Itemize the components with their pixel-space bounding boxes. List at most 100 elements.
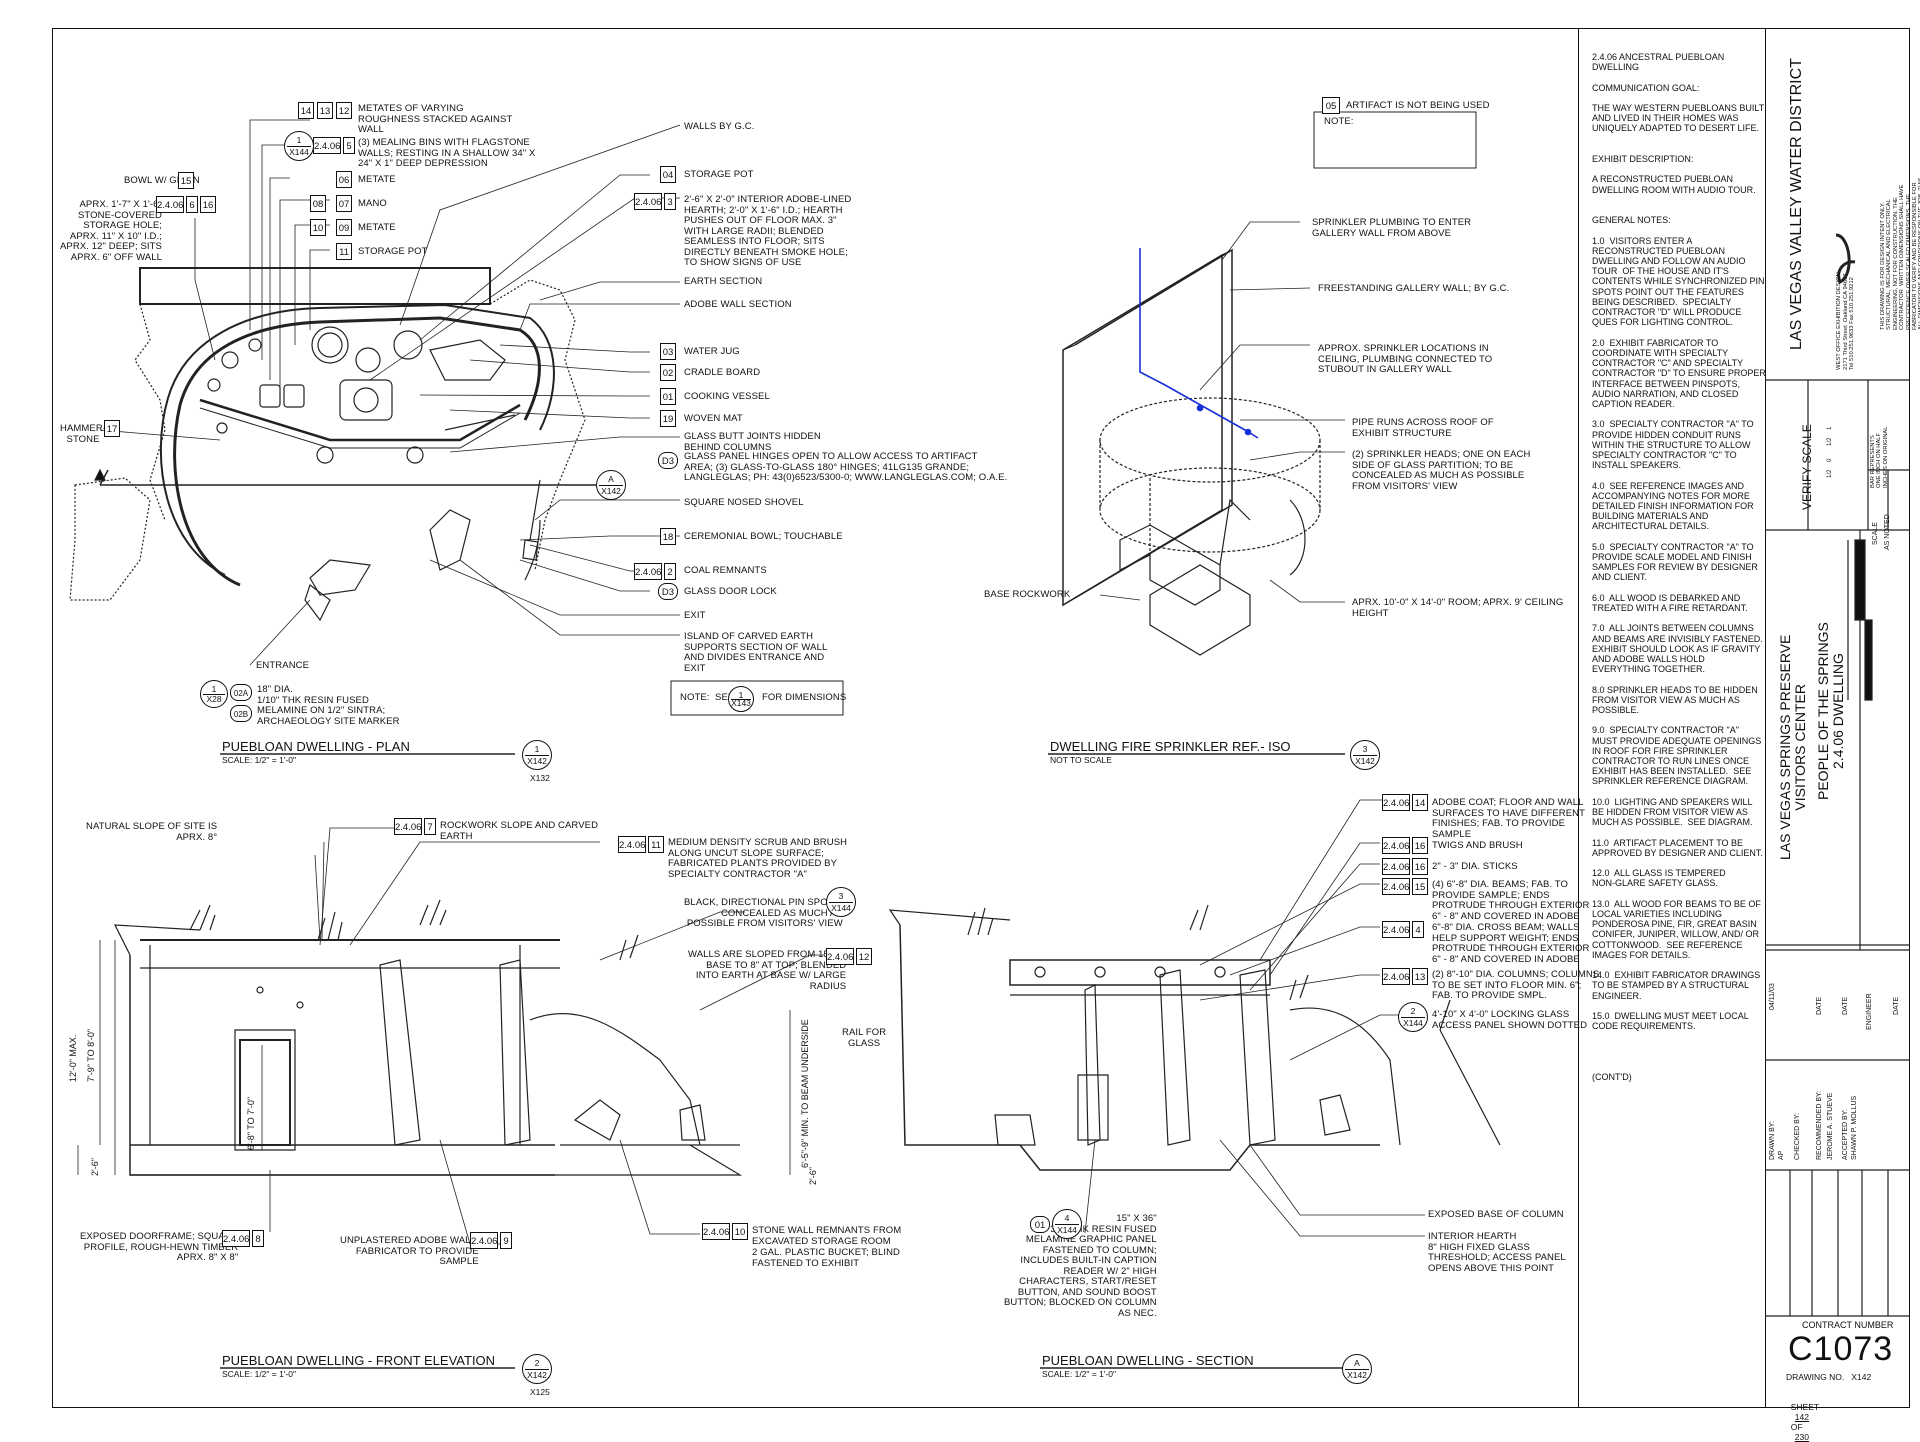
sec-key-14: 14 xyxy=(1412,794,1428,811)
front-dim-max12: 12'-0" MAX. xyxy=(68,1034,78,1082)
tb-scale-value: AS NOTED xyxy=(1884,514,1891,550)
front-dim-68: 6'-8" TO 7'-0" xyxy=(246,1096,256,1150)
iso-label-plumbing: SPRINKLER PLUMBING TO ENTER GALLERY WALL… xyxy=(1312,217,1472,239)
iso-scale: NOT TO SCALE xyxy=(1050,755,1112,765)
front-label-bucket: 2 GAL. PLASTIC BUCKET; BLIND FASTENED TO… xyxy=(752,1247,900,1269)
sec-key-01: 01 xyxy=(1030,1216,1050,1233)
label-earth-section: EARTH SECTION xyxy=(684,276,763,287)
label-island: ISLAND OF CARVED EARTH SUPPORTS SECTION … xyxy=(684,631,828,674)
front-key-12: 12 xyxy=(856,948,872,965)
front-key-2406-9: 2.4.06 xyxy=(470,1232,498,1249)
front-dim-26b: 2'-6" xyxy=(808,1167,818,1185)
ref-sheet: X142 xyxy=(601,486,621,496)
note-text: ARTIFACT IS NOT BEING USED xyxy=(1346,100,1490,111)
ref-sheet: X142 xyxy=(527,756,547,766)
sec-key-4: 4 xyxy=(1412,921,1424,938)
key-6: 6 xyxy=(186,196,198,213)
sec-label-graphic: 15" X 36" 3/4" THK RESIN FUSED MELAMINE … xyxy=(1004,1213,1157,1319)
front-key-7: 7 xyxy=(424,818,436,835)
tb-sheet-total: 230 xyxy=(1794,1432,1809,1442)
label-storage-pot: STORAGE POT xyxy=(684,169,754,180)
tb-project: LAS VEGAS SPRINGS PRESERVE VISITORS CENT… xyxy=(1777,634,1808,860)
sec-label-beams: (4) 6"-8" DIA. BEAMS; FAB. TO PROVIDE SA… xyxy=(1432,879,1590,922)
tb-sheet: SHEET 142 OF 230 xyxy=(1786,1392,1819,1442)
divider xyxy=(1353,755,1377,756)
tb-verify-scale: VERIFY SCALE xyxy=(1800,424,1814,510)
tb-drawn-val: AP xyxy=(1778,1150,1785,1160)
ref-num: 1 xyxy=(738,690,744,700)
tb-engineer: ENGINEER xyxy=(1866,993,1873,1030)
ref-sheet: X144 xyxy=(1403,1018,1423,1028)
divider xyxy=(829,902,853,903)
ref-sheet: X144 xyxy=(1057,1225,1077,1235)
tb-accepted-by: ACCEPTED BY: xyxy=(1842,1109,1849,1160)
label-note-see: NOTE: SEE xyxy=(680,692,735,703)
key-17: 17 xyxy=(104,420,120,437)
tb-bar-tick-3: 1 xyxy=(1827,426,1833,430)
ref-num: A xyxy=(608,474,614,484)
ref-sheet: X143 xyxy=(731,698,751,708)
ref-sheet: X28 xyxy=(206,694,222,704)
key-2406-d: 2.4.06 xyxy=(634,563,662,580)
iso-label-pipe: PIPE RUNS ACROSS ROOF OF EXHIBIT STRUCTU… xyxy=(1352,417,1494,439)
sec-key-13: 13 xyxy=(1412,968,1428,985)
front-key-2406-11: 2.4.06 xyxy=(618,836,646,853)
tb-date-label-3: DATE xyxy=(1893,996,1900,1015)
front-title: PUEBLOAN DWELLING - FRONT ELEVATION xyxy=(222,1353,496,1368)
key-01: 01 xyxy=(660,388,676,405)
ref-num: 1 xyxy=(296,135,302,145)
ref-sheet: X144 xyxy=(831,903,851,913)
iso-label-base-rock: BASE ROCKWORK xyxy=(984,589,1071,600)
tb-date-label-1: DATE xyxy=(1816,996,1823,1015)
tb-accepted-val: SHAWN P. MOLLUS xyxy=(1851,1095,1858,1160)
tb-scale-label: SCALE xyxy=(1872,522,1879,545)
key-09: 09 xyxy=(336,219,352,236)
tb-date-1: 04/11/03 xyxy=(1769,983,1776,1010)
label-metates: METATES OF VARYING ROUGHNESS STACKED AGA… xyxy=(358,103,513,135)
tb-client: LAS VEGAS VALLEY WATER DISTRICT xyxy=(1788,58,1805,350)
ref-num: A xyxy=(1354,1358,1360,1368)
key-18: 18 xyxy=(660,528,676,545)
label-hearth: 2'-6" X 2'-0" INTERIOR ADOBE-LINED HEART… xyxy=(684,194,852,268)
iso-label-gallery-wall: FREESTANDING GALLERY WALL; BY G.C. xyxy=(1318,283,1510,294)
front-key-2406-8: 2.4.06 xyxy=(222,1230,250,1247)
ref-num: 2 xyxy=(534,1358,540,1368)
label-mealing: (3) MEALING BINS WITH FLAGSTONE WALLS; R… xyxy=(358,137,536,169)
ref-num: 1 xyxy=(534,744,540,754)
front-key-11: 11 xyxy=(648,836,664,853)
general-notes: 2.4.06 ANCESTRAL PUEBLOAN DWELLING COMMU… xyxy=(1592,52,1766,1083)
key-08: 08 xyxy=(310,195,326,212)
sec-label-twigs: TWIGS AND BRUSH xyxy=(1432,840,1523,851)
sec-label-interior-hearth: INTERIOR HEARTH 8" HIGH FIXED GLASS THRE… xyxy=(1428,1231,1566,1274)
key-14: 14 xyxy=(298,102,314,119)
front-ref-extra: X125 xyxy=(530,1387,550,1397)
front-key-8: 8 xyxy=(252,1230,264,1247)
label-hammerstone: HAMMER- STONE xyxy=(60,423,107,445)
key-07: 07 xyxy=(336,195,352,212)
plan-ref-extra: X132 xyxy=(530,773,550,783)
front-key-2406-10: 2.4.06 xyxy=(702,1223,730,1240)
tb-checked-by: CHECKED BY: xyxy=(1794,1112,1801,1160)
label-adobe-wall-section: ADOBE WALL SECTION xyxy=(684,299,792,310)
tb-of-label: OF xyxy=(1790,1422,1803,1432)
key-2406: 2.4.06 xyxy=(313,137,341,154)
key-04: 04 xyxy=(660,166,676,183)
front-key-2406-7: 2.4.06 xyxy=(394,818,422,835)
key-2406-b: 2.4.06 xyxy=(156,196,184,213)
key-15: 15 xyxy=(178,172,194,189)
sec-label-exposed-base: EXPOSED BASE OF COLUMN xyxy=(1428,1209,1564,1220)
label-mano: MANO xyxy=(358,198,387,209)
key-03: 03 xyxy=(660,343,676,360)
label-woven-mat: WOVEN MAT xyxy=(684,413,743,424)
label-glass-door-lock: GLASS DOOR LOCK xyxy=(684,586,777,597)
key-11: 11 xyxy=(336,243,352,260)
key-19: 19 xyxy=(660,410,676,427)
tb-contract-number: C1073 xyxy=(1788,1330,1894,1368)
divider xyxy=(203,694,225,695)
divider xyxy=(1401,1017,1425,1018)
